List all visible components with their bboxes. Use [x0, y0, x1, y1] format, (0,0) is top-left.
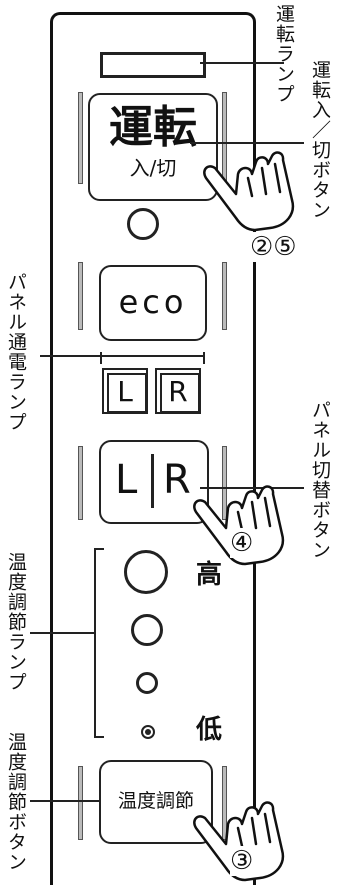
side-bar: [78, 766, 83, 840]
operation-power-button[interactable]: 運転 入/切: [88, 93, 218, 201]
leader-line: [30, 632, 96, 634]
operation-lamp-callout: 運転ランプ: [273, 4, 295, 104]
operation-button-callout: 運転入／切ボタン: [309, 60, 331, 220]
leader-line: [40, 355, 205, 357]
operation-lamp: [100, 52, 206, 78]
temp-lamp-callout: 温度調節ランプ: [5, 552, 27, 692]
switch-right-label: R: [163, 457, 191, 503]
panel-lamp-left-inner: [107, 373, 147, 413]
operation-button-sublabel: 入/切: [129, 156, 177, 180]
side-bar: [222, 766, 227, 840]
panel-lamp-left: L: [102, 368, 148, 414]
indicator-lamp: [127, 208, 159, 240]
side-bar: [222, 262, 227, 330]
temp-lamp-low: [136, 672, 158, 694]
temp-bracket: [94, 548, 104, 550]
leader-line: [200, 62, 284, 64]
temp-lamp-mid: [131, 614, 163, 646]
temp-lamp-lowest: [141, 725, 155, 739]
side-bar: [78, 446, 83, 520]
side-bar: [78, 262, 83, 330]
leader-line: [200, 487, 304, 489]
leader-line: [190, 142, 304, 144]
temp-high-label: 高: [196, 560, 223, 590]
side-bar: [78, 92, 83, 184]
temp-button-callout: 温度調節ボタン: [5, 732, 27, 872]
panel-lamp-right-inner: [160, 373, 200, 413]
side-bar: [222, 446, 227, 520]
hand-pointer-icon: [193, 801, 285, 882]
panel-lamp-left-label: L: [117, 375, 133, 408]
panel-switch-button[interactable]: L R: [99, 440, 209, 524]
panel-switch-callout: パネル切替ボタン: [309, 400, 331, 560]
operation-button-label: 運転: [109, 102, 197, 153]
temp-button-label: 温度調節: [117, 790, 194, 812]
temp-bracket: [94, 736, 104, 738]
panel-lamp-right: R: [155, 368, 201, 414]
eco-button-label: eco: [118, 283, 188, 321]
switch-left-label: L: [115, 457, 138, 503]
switch-divider: [151, 454, 154, 508]
panel-lamp-callout: パネル通電ランプ: [5, 272, 27, 432]
temperature-adjust-button[interactable]: 温度調節: [99, 760, 213, 844]
temp-lamp-high: [124, 550, 168, 594]
eco-button[interactable]: eco: [99, 265, 207, 341]
step-number-operation: ②⑤: [250, 232, 297, 262]
panel-lamp-right-label: R: [168, 375, 188, 408]
bracket-line: [203, 352, 205, 364]
hand-pointer-icon: [203, 151, 295, 232]
temp-low-label: 低: [196, 715, 223, 745]
bracket-line: [100, 352, 102, 364]
hand-pointer-icon: [193, 485, 285, 566]
temp-lamp-lowest-dot: [145, 729, 151, 735]
control-panel-frame: [50, 12, 256, 885]
leader-line: [30, 800, 100, 802]
step-number-switch: ④: [230, 528, 254, 558]
temp-bracket: [94, 548, 96, 738]
step-number-temp: ③: [230, 846, 254, 876]
